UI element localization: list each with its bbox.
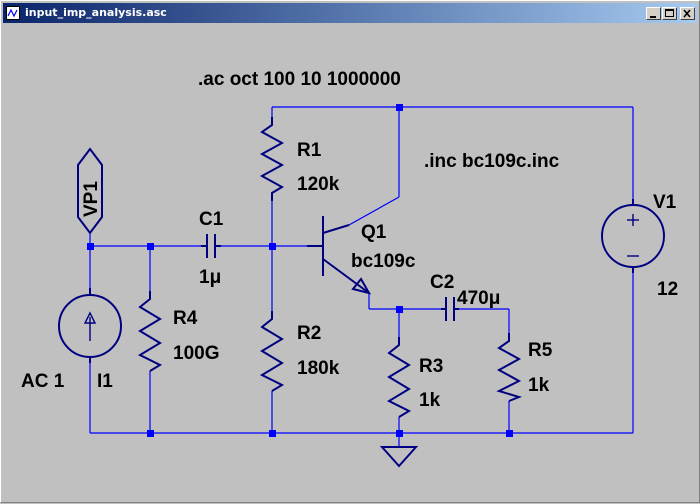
q1-name[interactable]: Q1 bbox=[361, 222, 387, 243]
minimize-button[interactable] bbox=[646, 7, 661, 20]
capacitor-c2-symbol[interactable] bbox=[441, 297, 459, 321]
net-label-vp1-flag[interactable] bbox=[77, 147, 103, 235]
current-source-i1-symbol[interactable] bbox=[58, 288, 122, 363]
capacitor-c1-symbol[interactable] bbox=[201, 234, 221, 258]
r3-name[interactable]: R3 bbox=[419, 356, 443, 377]
close-icon bbox=[683, 9, 691, 18]
i1-value[interactable]: AC 1 bbox=[21, 371, 65, 392]
components bbox=[58, 117, 665, 468]
schematic-canvas[interactable]: .ac oct 100 10 1000000 .inc bc109c.inc R… bbox=[4, 26, 696, 501]
resistor-r1-symbol[interactable] bbox=[259, 117, 285, 201]
minimize-icon bbox=[650, 16, 656, 18]
resistor-r4-symbol[interactable] bbox=[137, 291, 163, 372]
v1-value[interactable]: 12 bbox=[657, 279, 678, 300]
schematic-app-icon bbox=[6, 6, 20, 20]
c2-name[interactable]: C2 bbox=[430, 272, 454, 293]
r1-name[interactable]: R1 bbox=[297, 140, 322, 161]
r2-value[interactable]: 180k bbox=[297, 358, 340, 379]
r5-value[interactable]: 1k bbox=[528, 375, 550, 396]
close-button[interactable] bbox=[680, 7, 695, 20]
r3-value[interactable]: 1k bbox=[419, 390, 441, 411]
r2-name[interactable]: R2 bbox=[297, 323, 321, 344]
resistor-r5-symbol[interactable] bbox=[496, 333, 523, 402]
ground-symbol[interactable] bbox=[379, 446, 419, 468]
resistor-r3-symbol[interactable] bbox=[386, 337, 412, 418]
q1-value[interactable]: bc109c bbox=[351, 251, 416, 272]
i1-name[interactable]: I1 bbox=[97, 371, 113, 392]
title-bar[interactable]: input_imp_analysis.asc bbox=[3, 3, 697, 23]
c1-name[interactable]: C1 bbox=[199, 209, 224, 230]
inc-directive[interactable]: .inc bc109c.inc bbox=[424, 151, 560, 172]
resistor-r2-symbol[interactable] bbox=[259, 311, 285, 392]
c2-value[interactable]: 470μ bbox=[457, 288, 500, 309]
window-title: input_imp_analysis.asc bbox=[25, 6, 167, 19]
r1-value[interactable]: 120k bbox=[297, 174, 340, 195]
c1-value[interactable]: 1μ bbox=[199, 267, 221, 288]
r4-value[interactable]: 100G bbox=[173, 343, 219, 364]
maximize-button[interactable] bbox=[662, 7, 677, 20]
r4-name[interactable]: R4 bbox=[173, 308, 198, 329]
v1-name[interactable]: V1 bbox=[653, 192, 677, 213]
maximize-icon bbox=[665, 9, 674, 17]
voltage-source-v1-symbol[interactable] bbox=[601, 199, 665, 273]
ac-directive[interactable]: .ac oct 100 10 1000000 bbox=[198, 69, 401, 90]
transistor-q1-symbol[interactable] bbox=[307, 216, 372, 295]
r5-name[interactable]: R5 bbox=[528, 340, 553, 361]
wires bbox=[89, 106, 634, 447]
junctions bbox=[87, 104, 513, 437]
vp1-net-label[interactable]: VP1 bbox=[81, 181, 102, 217]
